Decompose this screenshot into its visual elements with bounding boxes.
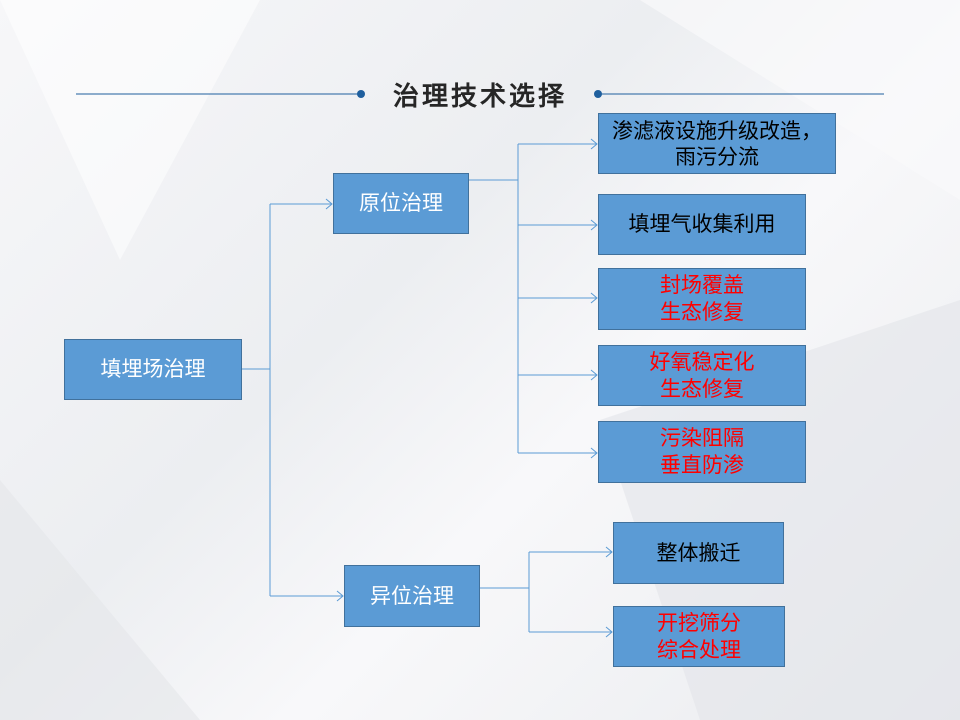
leaf-line: 整体搬迁 <box>656 540 741 565</box>
branch-ex-situ: 异位治理 <box>344 565 480 627</box>
leaf-relocation: 整体搬迁 <box>613 522 784 584</box>
branch-label: 原位治理 <box>359 191 443 215</box>
leaf-line: 生态修复 <box>660 376 744 401</box>
leaf-line: 好氧稳定化 <box>649 349 755 374</box>
slide-title: 治理技术选择 <box>392 82 567 112</box>
leaf-leachate: 渗滤液设施升级改造，雨污分流 <box>598 113 836 174</box>
leaf-line: 封场覆盖 <box>660 273 744 297</box>
leaf-line: 垂直防渗 <box>660 453 744 477</box>
leaf-line: 雨污分流 <box>675 144 759 169</box>
title-dot-right <box>594 90 602 98</box>
leaf-line: 开挖筛分 <box>657 610 741 635</box>
leaf-line: 渗滤液设施升级改造， <box>612 118 822 143</box>
title-dot-left <box>357 90 365 98</box>
leaf-excavation: 开挖筛分综合处理 <box>613 606 785 667</box>
leaf-line: 综合处理 <box>657 637 741 662</box>
branch-label: 异位治理 <box>370 583 454 608</box>
leaf-landfill-gas: 填埋气收集利用 <box>598 194 806 255</box>
root-node: 填埋场治理 <box>64 339 242 400</box>
leaf-line: 生态修复 <box>660 300 744 324</box>
leaf-aerobic: 好氧稳定化生态修复 <box>598 345 806 406</box>
leaf-barrier: 污染阻隔垂直防渗 <box>598 421 806 483</box>
leaf-line: 污染阻隔 <box>660 426 744 450</box>
leaf-line: 填埋气收集利用 <box>628 212 776 236</box>
branch-in-situ: 原位治理 <box>333 173 469 234</box>
root-label: 填埋场治理 <box>100 357 206 381</box>
leaf-capping: 封场覆盖生态修复 <box>598 268 806 330</box>
